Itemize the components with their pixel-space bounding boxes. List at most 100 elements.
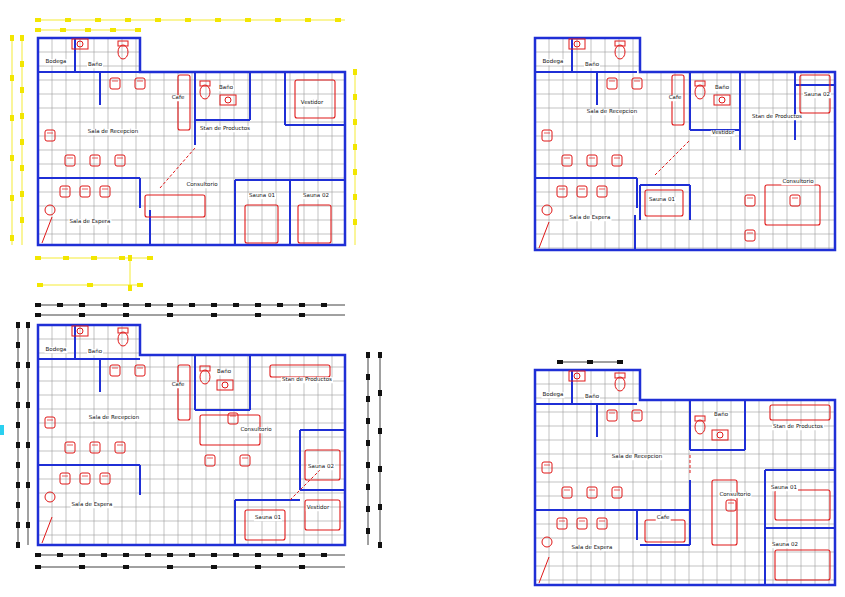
- floor-grid: [535, 136, 835, 137]
- floor-grid: [220, 325, 221, 545]
- floor-grid: [248, 325, 249, 545]
- floor-grid: [759, 370, 760, 585]
- furniture: [178, 365, 190, 420]
- floor-grid: [38, 395, 345, 396]
- chair-symbol: [100, 186, 110, 197]
- chair-symbol: [62, 189, 68, 190]
- toilet-symbol: [695, 420, 705, 434]
- dimension-tick: [366, 484, 370, 490]
- room-label: Sauna 01: [248, 193, 276, 199]
- floor-grid: [661, 370, 662, 585]
- floor-grid: [535, 496, 835, 497]
- furniture: [298, 205, 331, 243]
- dimension-tick: [110, 28, 116, 32]
- floor-plan: [38, 37, 348, 245]
- floor-grid: [801, 370, 802, 585]
- room-label: Vestidor: [711, 130, 735, 136]
- dimension-tick: [145, 553, 151, 557]
- dimension-tick: [557, 360, 563, 364]
- room-label: Bodega: [45, 347, 68, 353]
- dimension-tick: [305, 18, 311, 22]
- wall: [38, 71, 140, 73]
- floor-grid: [633, 38, 634, 250]
- room-label: Sala de Recepcion: [586, 109, 638, 115]
- chair-symbol: [67, 445, 73, 446]
- chair-symbol: [632, 78, 642, 89]
- chair-symbol: [115, 442, 125, 453]
- room-label: Sauna 01: [770, 485, 798, 491]
- chair-symbol: [589, 158, 595, 159]
- floor-grid: [535, 150, 835, 151]
- floor-grid: [332, 325, 333, 545]
- chair-symbol: [587, 487, 597, 498]
- dimension-tick: [245, 18, 251, 22]
- background: [141, 324, 348, 354]
- furniture: [775, 550, 830, 580]
- dimension-tick: [211, 553, 217, 557]
- floor-grid: [38, 136, 345, 137]
- room-label: Sauna 01: [648, 197, 676, 203]
- room-label: Baño: [714, 85, 730, 91]
- floor-grid: [829, 370, 830, 585]
- room-label: Stan de Productos: [751, 114, 803, 120]
- chair-symbol: [80, 473, 90, 484]
- wall: [139, 465, 141, 495]
- dimension-line: [380, 355, 381, 545]
- chair-symbol: [47, 420, 53, 421]
- floor-grid: [38, 94, 345, 95]
- floor-plan: [535, 37, 838, 250]
- door-leaf: [42, 217, 52, 243]
- chair-symbol: [117, 445, 123, 446]
- floor-grid: [38, 108, 345, 109]
- dimension-tick: [321, 553, 327, 557]
- dimension-tick: [353, 119, 357, 125]
- chair-symbol: [790, 195, 800, 206]
- floor-grid: [633, 370, 634, 585]
- chair-symbol: [62, 476, 68, 477]
- dimension-tick: [35, 256, 41, 260]
- furniture: [245, 510, 285, 540]
- floor-grid: [689, 370, 690, 585]
- stool-symbol: [45, 205, 55, 215]
- dimension-tick: [366, 528, 370, 534]
- wall: [149, 210, 151, 245]
- floor-grid: [675, 370, 676, 585]
- floor-grid: [94, 38, 95, 245]
- background: [641, 369, 838, 399]
- wall: [535, 509, 637, 511]
- chair-symbol: [557, 518, 567, 529]
- furniture: [770, 405, 830, 420]
- chair-symbol: [612, 155, 622, 166]
- dimension-tick: [65, 18, 71, 22]
- floor-grid: [619, 370, 620, 585]
- dimension-line: [10, 35, 14, 245]
- wall: [571, 370, 573, 404]
- floor-grid: [773, 370, 774, 585]
- dimension-tick: [123, 313, 129, 317]
- floor-grid: [745, 370, 746, 585]
- wall: [636, 178, 638, 208]
- dimension-tick: [125, 18, 131, 22]
- wall: [38, 464, 140, 466]
- chair-symbol: [542, 130, 552, 141]
- dimension-tick: [91, 256, 97, 260]
- wall: [639, 185, 641, 220]
- furniture: [270, 365, 330, 377]
- dimension-tick: [123, 565, 129, 569]
- door-leaf: [539, 222, 549, 248]
- chair-symbol: [747, 233, 753, 234]
- floor-grid: [535, 482, 835, 483]
- sink-symbol: [72, 39, 88, 49]
- wall: [794, 72, 796, 140]
- floor-grid: [535, 94, 835, 95]
- chair-symbol: [90, 155, 100, 166]
- chair-symbol: [634, 413, 640, 414]
- stool-symbol: [45, 492, 55, 502]
- dimension-tick: [185, 18, 191, 22]
- dimension-tick: [215, 18, 221, 22]
- door-swing: [290, 470, 320, 500]
- floor-grid: [38, 465, 345, 466]
- wall: [195, 119, 250, 121]
- floor-grid: [318, 325, 319, 545]
- dimension-tick: [366, 418, 370, 424]
